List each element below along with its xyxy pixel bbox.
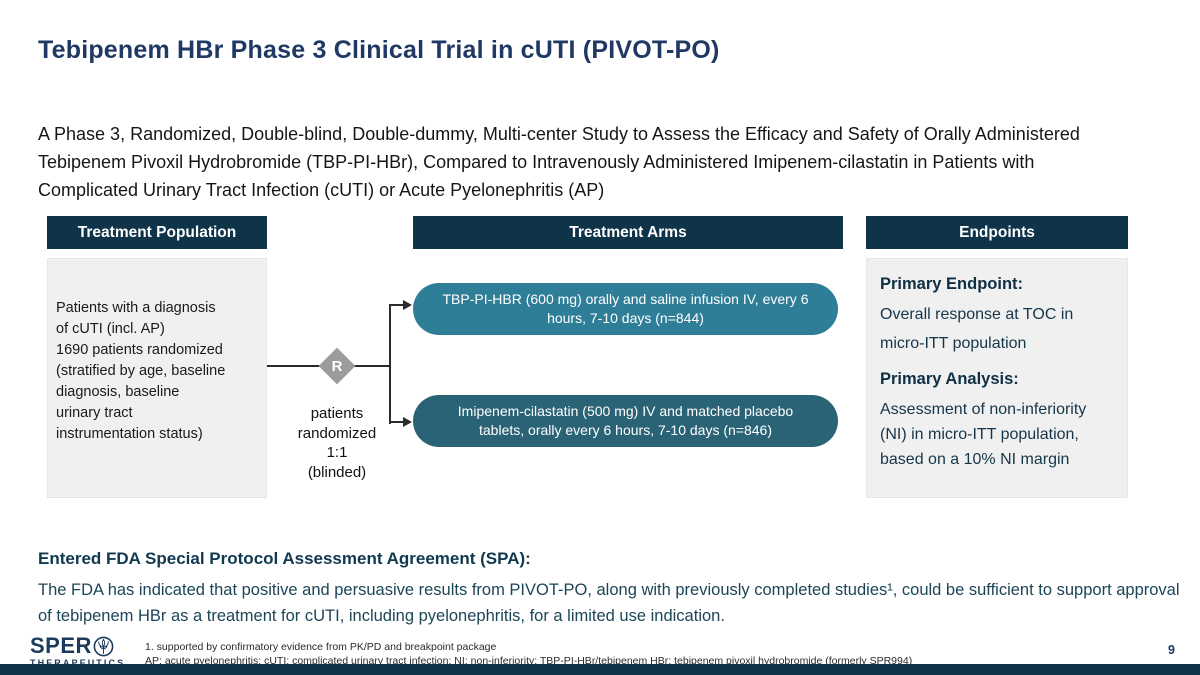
spero-logo: SPER THERAPEUTICS [30,635,140,668]
connector-bottom-arrow-shaft [389,421,404,423]
treatment-population-box: Patients with a diagnosis of cUTI (incl.… [47,258,267,498]
spa-heading: Entered FDA Special Protocol Assessment … [38,549,531,568]
primary-analysis-label: Primary Analysis: [880,370,1019,388]
spa-body: The FDA has indicated that positive and … [38,581,1180,625]
spero-logo-word: SPER [30,633,92,658]
page-title: Tebipenem HBr Phase 3 Clinical Trial in … [38,36,720,64]
header-endpoints-label: Endpoints [959,223,1035,241]
endpoints-box: Primary Endpoint: Overall response at TO… [866,258,1128,498]
primary-analysis-text: Assessment of non-inferiority (NI) in mi… [880,401,1087,468]
bottom-arrow-icon [403,416,412,427]
treatment-arm-tbp: TBP-PI-HBR (600 mg) orally and saline in… [413,283,838,335]
top-arrow-icon [403,299,412,310]
treatment-population-text: Patients with a diagnosis of cUTI (incl.… [56,299,226,442]
study-description: A Phase 3, Randomized, Double-blind, Dou… [38,124,1080,200]
connector-vertical-line [389,304,391,424]
treatment-arm-imipenem: Imipenem-cilastatin (500 mg) IV and matc… [413,395,838,447]
primary-endpoint-label: Primary Endpoint: [880,275,1024,293]
footnote-line-1: 1. supported by confirmatory evidence fr… [145,641,497,653]
primary-endpoint-text: Overall response at TOC in micro-ITT pop… [880,306,1074,352]
header-treatment-arms: Treatment Arms [413,216,843,249]
page-number: 9 [1168,643,1175,657]
header-endpoints: Endpoints [866,216,1128,249]
connector-top-arrow-shaft [389,304,404,306]
header-treatment-population-label: Treatment Population [77,223,237,241]
spero-logo-subtext: THERAPEUTICS [30,658,126,668]
randomization-diamond-letter: R [331,357,343,375]
randomization-note: patients randomized 1:1 (blinded) [297,405,377,481]
spero-tree-icon [93,636,114,657]
header-treatment-population: Treatment Population [47,216,267,249]
bottom-accent-bar [0,664,1200,675]
header-treatment-arms-label: Treatment Arms [569,223,687,241]
